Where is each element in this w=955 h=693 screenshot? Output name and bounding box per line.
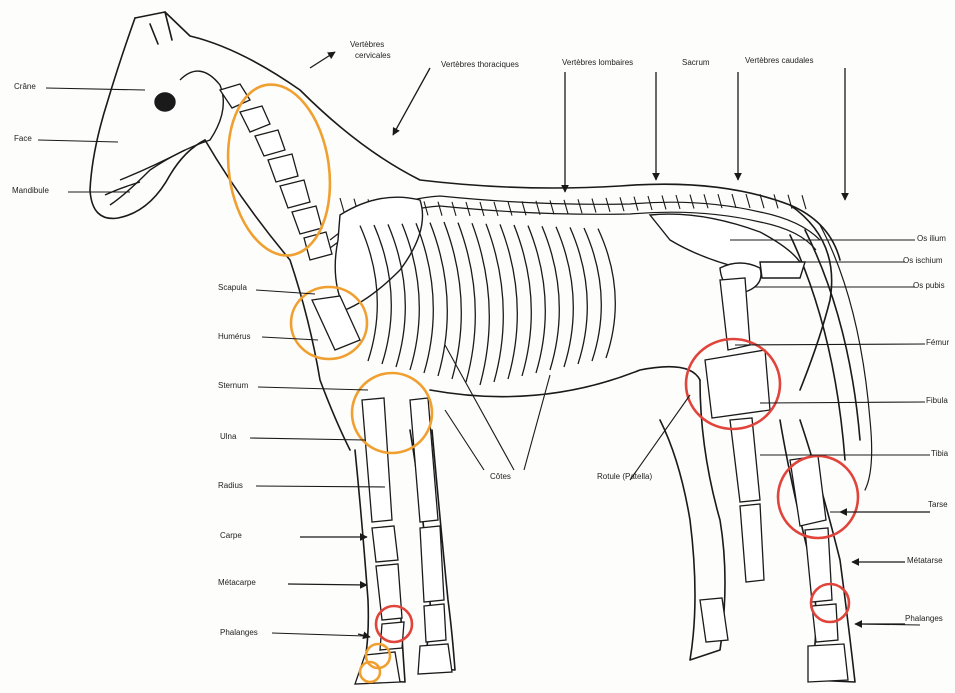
label-metatarse: Métatarse <box>907 556 943 566</box>
spinous-process <box>550 200 554 214</box>
label-os-pubis: Os pubis <box>913 281 945 291</box>
spinous-process <box>592 199 596 213</box>
leader-lines <box>38 88 930 636</box>
spinous-process <box>452 202 456 216</box>
label-sacrum: Sacrum <box>682 58 710 68</box>
label-vertebres-thoraciques: Vertèbres thoraciques <box>441 60 519 70</box>
label-ulna: Ulna <box>220 432 236 442</box>
spinous-process <box>480 202 484 216</box>
spinous-process <box>732 194 736 208</box>
label-os-ilium: Os ilium <box>917 234 946 244</box>
spinous-process <box>564 200 568 214</box>
label-vertebres-cervicales-1: Vertèbres <box>350 40 384 50</box>
label-mandibule: Mandibule <box>12 186 49 196</box>
label-vertebres-cervicales-2: cervicales <box>355 51 391 61</box>
spinous-process <box>424 201 428 215</box>
label-face: Face <box>14 134 32 144</box>
spinous-process <box>438 202 442 216</box>
spinous-process <box>340 198 344 212</box>
spinous-process <box>508 202 512 216</box>
label-metacarpe: Métacarpe <box>218 578 256 588</box>
label-tarse: Tarse <box>928 500 948 510</box>
label-phalanges-posterieures: Phalanges <box>905 614 943 624</box>
label-crane: Crâne <box>14 82 36 92</box>
spinous-process <box>578 199 582 213</box>
label-carpe: Carpe <box>220 531 242 541</box>
spinous-process <box>522 201 526 215</box>
label-vertebres-lombaires: Vertèbres lombaires <box>562 58 633 68</box>
front-leg-bones <box>312 296 452 684</box>
label-vertebres-caudales: Vertèbres caudales <box>745 56 814 66</box>
spinous-process <box>802 195 806 209</box>
label-cotes: Côtes <box>490 472 511 482</box>
label-os-ischium: Os ischium <box>903 256 943 266</box>
spinous-process <box>494 202 498 216</box>
spinous-process <box>774 194 778 208</box>
label-fibula: Fibula <box>926 396 948 406</box>
label-rotule: Rotule (Patella) <box>597 472 652 482</box>
spinous-process <box>788 195 792 209</box>
label-sternum: Sternum <box>218 381 248 391</box>
label-femur: Fémur <box>926 338 949 348</box>
spinous-process <box>746 194 750 208</box>
spinous-process <box>690 195 694 209</box>
label-radius: Radius <box>218 481 243 491</box>
label-tibia: Tibia <box>931 449 948 459</box>
spinous-process <box>718 194 722 208</box>
spinous-process <box>704 194 708 208</box>
label-scapula: Scapula <box>218 283 247 293</box>
label-humerus: Humérus <box>218 332 250 342</box>
label-phalanges-anterieures: Phalanges <box>220 628 258 638</box>
